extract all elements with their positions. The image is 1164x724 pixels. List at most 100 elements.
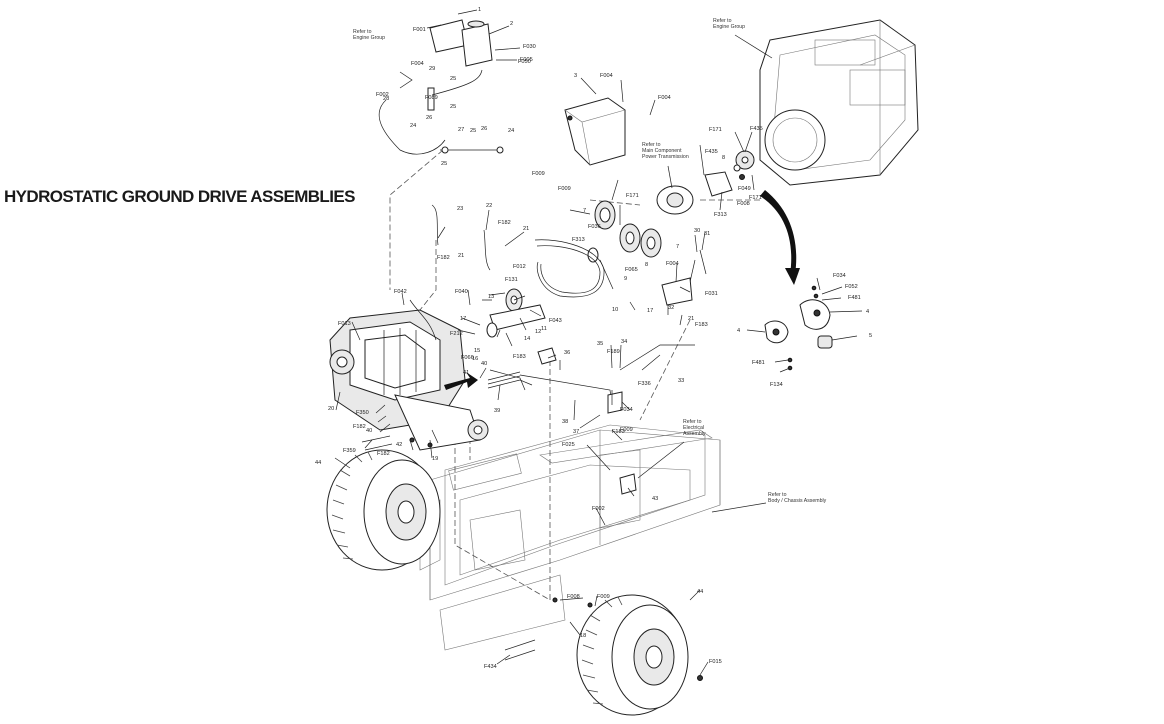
callout: F183 bbox=[695, 322, 708, 328]
callout: 18 bbox=[580, 633, 586, 639]
callout: F034 bbox=[833, 273, 846, 279]
callout: 32 bbox=[668, 305, 674, 311]
callout: 37 bbox=[573, 429, 579, 435]
callout: 3 bbox=[574, 73, 577, 79]
callout: F182 bbox=[498, 220, 511, 226]
callout: 19 bbox=[432, 456, 438, 462]
callout: 7 bbox=[583, 208, 586, 214]
callout: F008 bbox=[567, 594, 580, 600]
callout-labels: 1 2 3 4 4 5 7 7 8 8 9 10 11 12 13 14 15 … bbox=[315, 7, 872, 670]
callout: 13 bbox=[488, 294, 494, 300]
callout: F050 bbox=[518, 59, 531, 65]
callout: F004 bbox=[658, 95, 671, 101]
callout: F435 bbox=[750, 126, 763, 132]
callout: F189 bbox=[607, 349, 620, 355]
callout: 34 bbox=[621, 339, 627, 345]
fasteners bbox=[361, 435, 703, 681]
callout: 44 bbox=[697, 589, 703, 595]
callout: F066 bbox=[461, 355, 474, 361]
callout: F359 bbox=[343, 448, 356, 454]
callout: 21 bbox=[688, 316, 694, 322]
callout: 25 bbox=[441, 161, 447, 167]
callout: 11 bbox=[541, 326, 547, 332]
callout: F183 bbox=[513, 354, 526, 360]
callout: F131 bbox=[505, 277, 518, 283]
direction-arrow bbox=[760, 190, 800, 285]
callout: 12 bbox=[535, 329, 541, 335]
callout: 1 bbox=[478, 7, 481, 13]
callout: 9 bbox=[624, 276, 627, 282]
callout: F002 bbox=[592, 506, 605, 512]
callout: F212 bbox=[450, 331, 463, 337]
callout: 14 bbox=[524, 336, 530, 342]
callout: F313 bbox=[714, 212, 727, 218]
callout: F171 bbox=[749, 195, 762, 201]
detail-parts bbox=[764, 285, 833, 371]
callout: F052 bbox=[845, 284, 858, 290]
callout: F171 bbox=[626, 193, 639, 199]
callout: F065 bbox=[625, 267, 638, 273]
callout: F036 bbox=[588, 224, 601, 230]
callout: 36 bbox=[564, 350, 570, 356]
callout: F034 bbox=[620, 407, 633, 413]
callout: F089 bbox=[425, 95, 438, 101]
callout: 10 bbox=[612, 307, 618, 313]
callout: 42 bbox=[396, 442, 402, 448]
hoses bbox=[431, 204, 491, 271]
callout: F182 bbox=[377, 451, 390, 457]
callout: 35 bbox=[597, 341, 603, 347]
callout: F025 bbox=[562, 442, 575, 448]
callout: F009 bbox=[597, 594, 610, 600]
callout: 25 bbox=[470, 128, 476, 134]
callout: 25 bbox=[450, 104, 456, 110]
callout: 26 bbox=[426, 115, 432, 121]
callout: 26 bbox=[481, 126, 487, 132]
chassis-frame bbox=[419, 424, 721, 651]
control-linkage bbox=[487, 249, 707, 495]
callout: F434 bbox=[484, 664, 497, 670]
callout: 21 bbox=[523, 226, 529, 232]
callout: F004 bbox=[666, 261, 679, 267]
callout: F481 bbox=[752, 360, 765, 366]
callout: 31 bbox=[704, 231, 710, 237]
callout: 40 bbox=[366, 428, 372, 434]
callout: 7 bbox=[676, 244, 679, 250]
callout: F008 bbox=[737, 201, 750, 207]
callout: 24 bbox=[410, 123, 416, 129]
callout: F313 bbox=[572, 237, 585, 243]
callout: 29 bbox=[429, 66, 435, 72]
callout: F031 bbox=[705, 291, 718, 297]
callout: F182 bbox=[353, 424, 366, 430]
callout: F004 bbox=[411, 61, 424, 67]
pulley-assembly bbox=[534, 185, 694, 298]
callout: F043 bbox=[549, 318, 562, 324]
callout: 22 bbox=[486, 203, 492, 209]
callout: F012 bbox=[513, 264, 526, 270]
callout: 2 bbox=[510, 21, 513, 27]
callout: 44 bbox=[315, 460, 321, 466]
callout: F350 bbox=[356, 410, 369, 416]
callout: F040 bbox=[455, 289, 468, 295]
callout: F030 bbox=[523, 44, 536, 50]
callout: 27 bbox=[458, 127, 464, 133]
callout: F049 bbox=[738, 186, 751, 192]
callout: 8 bbox=[722, 155, 725, 161]
callout: F171 bbox=[709, 127, 722, 133]
callout: 15 bbox=[474, 348, 480, 354]
rear-wheel-right bbox=[576, 594, 689, 716]
callout: F336 bbox=[638, 381, 651, 387]
callout: 20 bbox=[328, 406, 334, 412]
callout: 17 bbox=[647, 308, 653, 314]
callout: F002 bbox=[376, 92, 389, 98]
callout: 38 bbox=[562, 419, 568, 425]
reservoir-assembly bbox=[378, 19, 504, 155]
callout: F183 bbox=[612, 429, 625, 435]
callout: 4 bbox=[737, 328, 740, 334]
callout: F182 bbox=[437, 255, 450, 261]
leader-lines bbox=[334, 9, 863, 676]
